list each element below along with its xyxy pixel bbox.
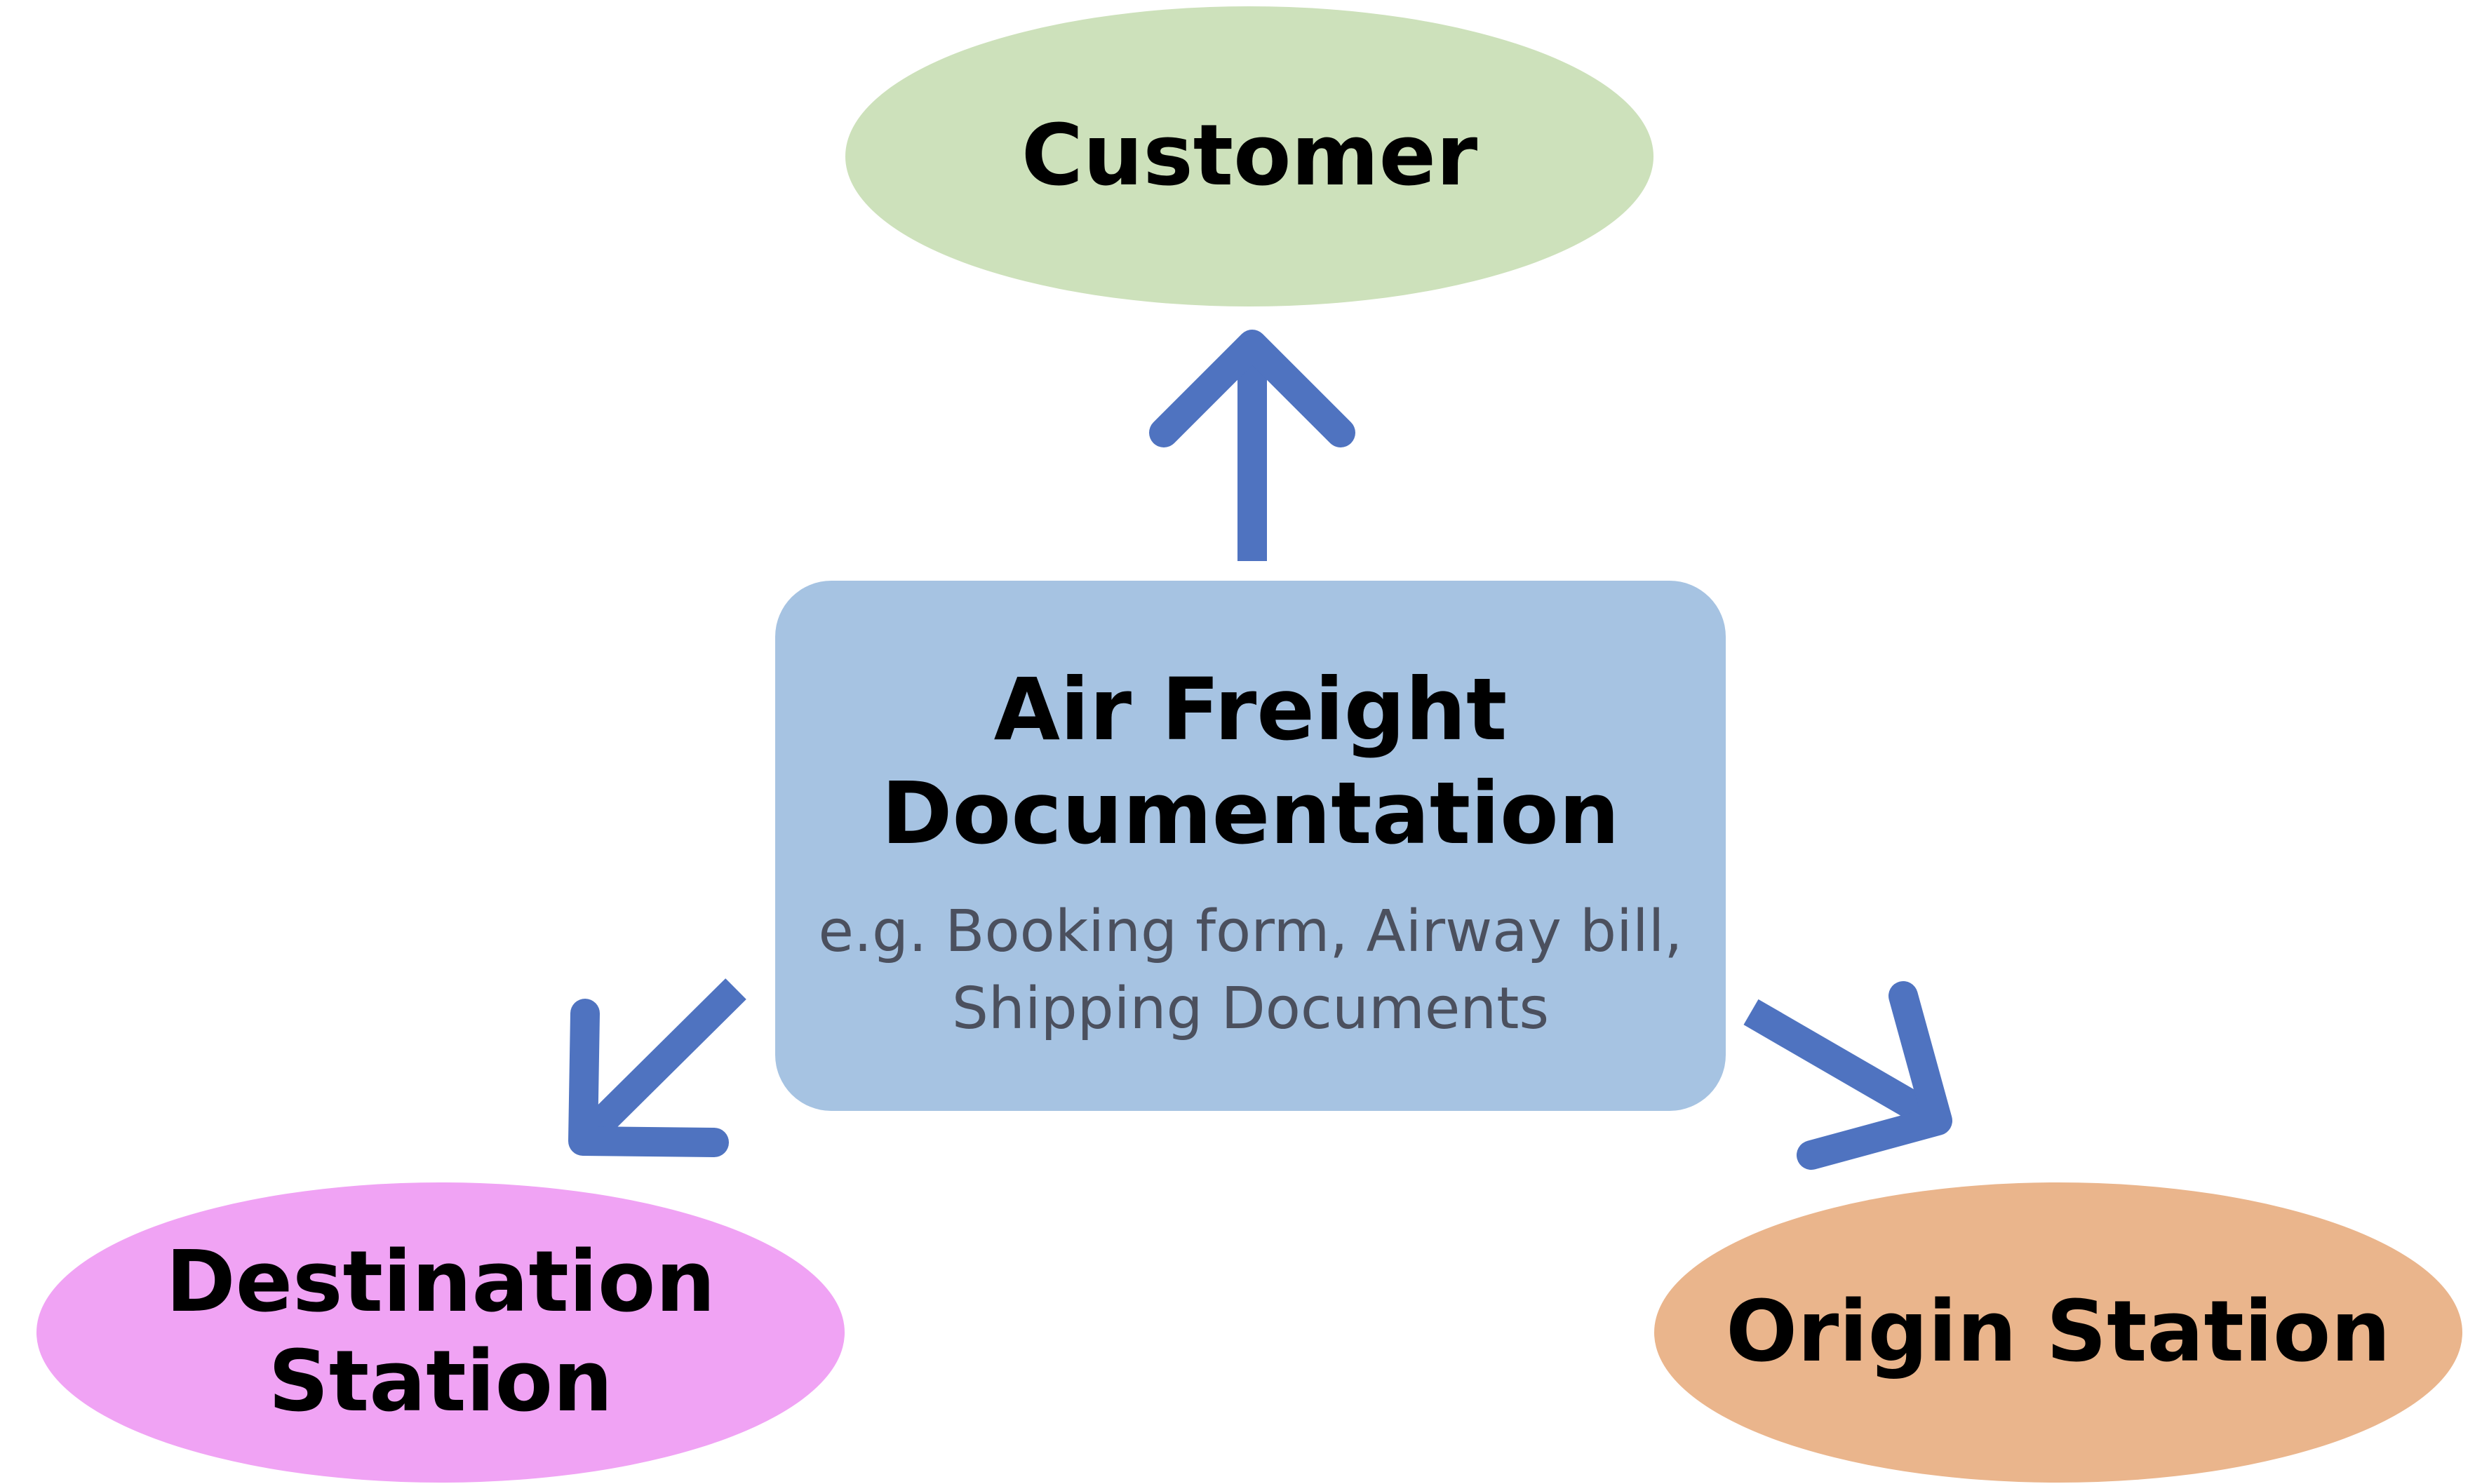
customer-node: Customer: [845, 6, 1653, 306]
center-node-air-freight-documentation: Air Freight Documentation e.g. Booking f…: [775, 581, 1726, 1111]
destination-label-line-1: Destination: [166, 1234, 716, 1331]
arrow-to-origin: [1743, 981, 1952, 1170]
arrow-to-destination-head: [568, 999, 729, 1157]
center-subtitle-line-1: e.g. Booking form, Airway bill,: [818, 898, 1683, 965]
center-subtitle-line-2: Shipping Documents: [951, 976, 1550, 1042]
center-title-line-1: Air Freight: [993, 660, 1508, 760]
arrow-to-origin-head: [1797, 981, 1952, 1170]
destination-label-line-2: Station: [268, 1333, 613, 1431]
arrow-to-customer-head: [1149, 330, 1355, 447]
arrow-to-destination: [568, 978, 746, 1157]
origin-label: Origin Station: [1726, 1283, 2391, 1381]
customer-label: Customer: [1021, 107, 1478, 205]
origin-station-node: Origin Station: [1654, 1182, 2462, 1483]
arrow-to-customer: [1149, 330, 1355, 561]
center-subtitle: e.g. Booking form, Airway bill, Shipping…: [819, 893, 1683, 1048]
center-title-line-2: Documentation: [881, 764, 1620, 863]
destination-station-node: Destination Station: [36, 1182, 845, 1483]
arrow-to-origin-shaft: [1743, 999, 1940, 1131]
arrow-to-destination-shaft: [572, 978, 746, 1152]
